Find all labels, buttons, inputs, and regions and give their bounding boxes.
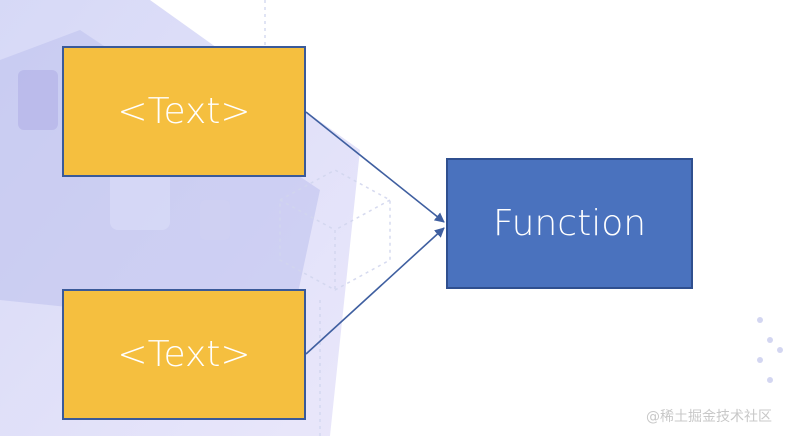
function-box: Function	[446, 158, 693, 289]
watermark: @稀土掘金技术社区	[646, 409, 772, 425]
function-label: Function	[492, 203, 647, 244]
arrow-bottom-to-function	[305, 227, 445, 355]
arrow-top-to-function	[305, 111, 445, 223]
text-input-box-bottom: <Text>	[62, 289, 306, 420]
text-input-label-bottom: <Text>	[117, 334, 251, 375]
text-input-box-top: <Text>	[62, 46, 306, 177]
text-input-label-top: <Text>	[117, 91, 251, 132]
